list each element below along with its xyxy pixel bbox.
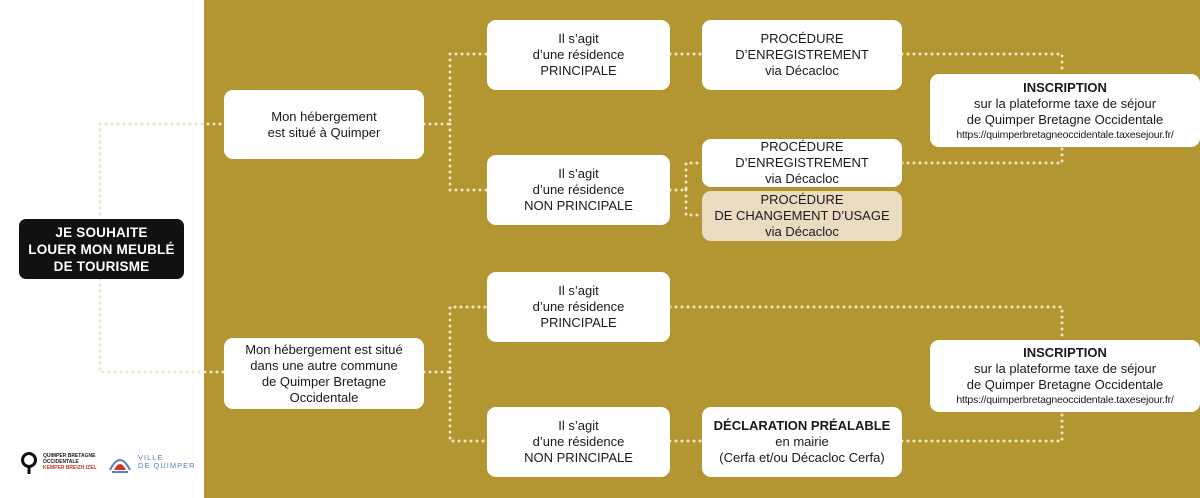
inscription-box-other: INSCRIPTION sur la plateforme taxe de sé…: [930, 340, 1200, 412]
quimper-non-principal-box: Il s’agit d’une résidence NON PRINCIPALE: [487, 155, 670, 225]
connector-other-principal-inscription: [668, 305, 1064, 342]
ville-de-quimper-crest-icon: [109, 459, 131, 473]
connector-declaration-inscription: [900, 410, 1064, 443]
prior-declaration-box: DÉCLARATION PRÉALABLE en mairie (Cerfa e…: [702, 407, 902, 477]
inscription-url[interactable]: https://quimperbretagneoccidentale.taxes…: [956, 394, 1174, 406]
ville-de-quimper-logo: VILLE DE QUIMPER: [106, 448, 201, 480]
quimper-principal-box: Il s’agit d’une résidence PRINCIPALE: [487, 20, 670, 90]
inscription-url[interactable]: https://quimperbretagneoccidentale.taxes…: [956, 128, 1174, 141]
location-quimper-box: Mon hébergement est situé à Quimper: [224, 90, 424, 159]
usage-change-procedure-box: PROCÉDURE DE CHANGEMENT D’USAGE via Déca…: [702, 191, 902, 241]
start-box: JE SOUHAITE LOUER MON MEUBLÉ DE TOURISME: [19, 219, 184, 279]
connector-quimper-split: [422, 52, 489, 192]
location-other-commune-box: Mon hébergement est situé dans une autre…: [224, 338, 424, 409]
connector-registration2-inscription: [900, 145, 1064, 165]
connector-registration1-inscription: [900, 52, 1064, 76]
registration-procedure-box-2: PROCÉDURE D’ENREGISTREMENT via Décacloc: [702, 139, 902, 187]
connector-start-top: [98, 122, 226, 222]
connector-start-bottom: [98, 277, 226, 374]
other-principal-box: Il s’agit d’une résidence PRINCIPALE: [487, 272, 670, 342]
qbo-logo: QUIMPER BRETAGNE OCCIDENTALE KEMPER BREI…: [20, 450, 100, 480]
registration-procedure-box: PROCÉDURE D’ENREGISTREMENT via Décacloc: [702, 20, 902, 90]
connector-nonprincipal-procedures: [668, 161, 704, 217]
start-line: DE TOURISME: [53, 258, 150, 274]
start-line: JE SOUHAITE: [55, 224, 148, 240]
qbo-logo-icon: [21, 452, 37, 474]
inscription-box-quimper: INSCRIPTION sur la plateforme taxe de sé…: [930, 74, 1200, 147]
other-non-principal-box: Il s’agit d’une résidence NON PRINCIPALE: [487, 407, 670, 477]
connector-other-split: [422, 305, 489, 443]
start-line: LOUER MON MEUBLÉ: [28, 241, 175, 257]
